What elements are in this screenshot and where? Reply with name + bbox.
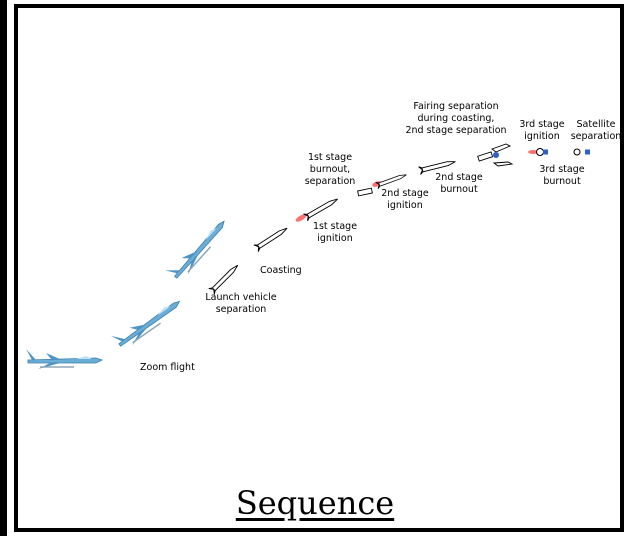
rocket-3rd-stage: [536, 148, 548, 156]
label-fairing-separation: Fairing separation during coasting, 2nd …: [405, 101, 507, 136]
label-zoom-flight: Zoom flight: [140, 362, 195, 373]
rocket-1st-stage-separated: [357, 187, 373, 197]
exhaust-plume-3rd-stage: [528, 150, 538, 154]
aircraft-steep-climb: [164, 213, 232, 285]
label-satellite-separation: Satellite separation: [570, 119, 622, 142]
aircraft-zoom-flight: [25, 348, 103, 370]
rocket-2nd-stage-ignition: [375, 171, 408, 190]
diagram-title: Sequence: [235, 484, 395, 522]
label-2nd-stage-ignition: 2nd stage ignition: [381, 188, 429, 211]
left-border-bar: [0, 0, 7, 536]
label-1st-stage-ignition: 1st stage ignition: [312, 221, 358, 244]
aircraft-climbing: [110, 291, 186, 354]
label-3rd-stage-ignition: 3rd stage ignition: [519, 119, 565, 142]
diagram-frame: [14, 4, 624, 532]
label-launch-vehicle-separation: Launch vehicle separation: [205, 292, 277, 315]
rocket-1st-stage-ignition: [303, 195, 341, 222]
label-3rd-stage-burnout: 3rd stage burnout: [539, 164, 585, 187]
fairing-separation-assembly: [477, 143, 514, 167]
exhaust-plume-1st-stage: [295, 214, 307, 222]
label-1st-stage-burnout-separation: 1st stage burnout, separation: [304, 152, 356, 187]
rocket-coasting: [253, 224, 290, 253]
rocket-launch-vehicle-separation: [208, 261, 242, 295]
label-2nd-stage-burnout: 2nd stage burnout: [435, 172, 483, 195]
label-coasting: Coasting: [260, 265, 302, 276]
satellite-separation: [573, 148, 590, 156]
